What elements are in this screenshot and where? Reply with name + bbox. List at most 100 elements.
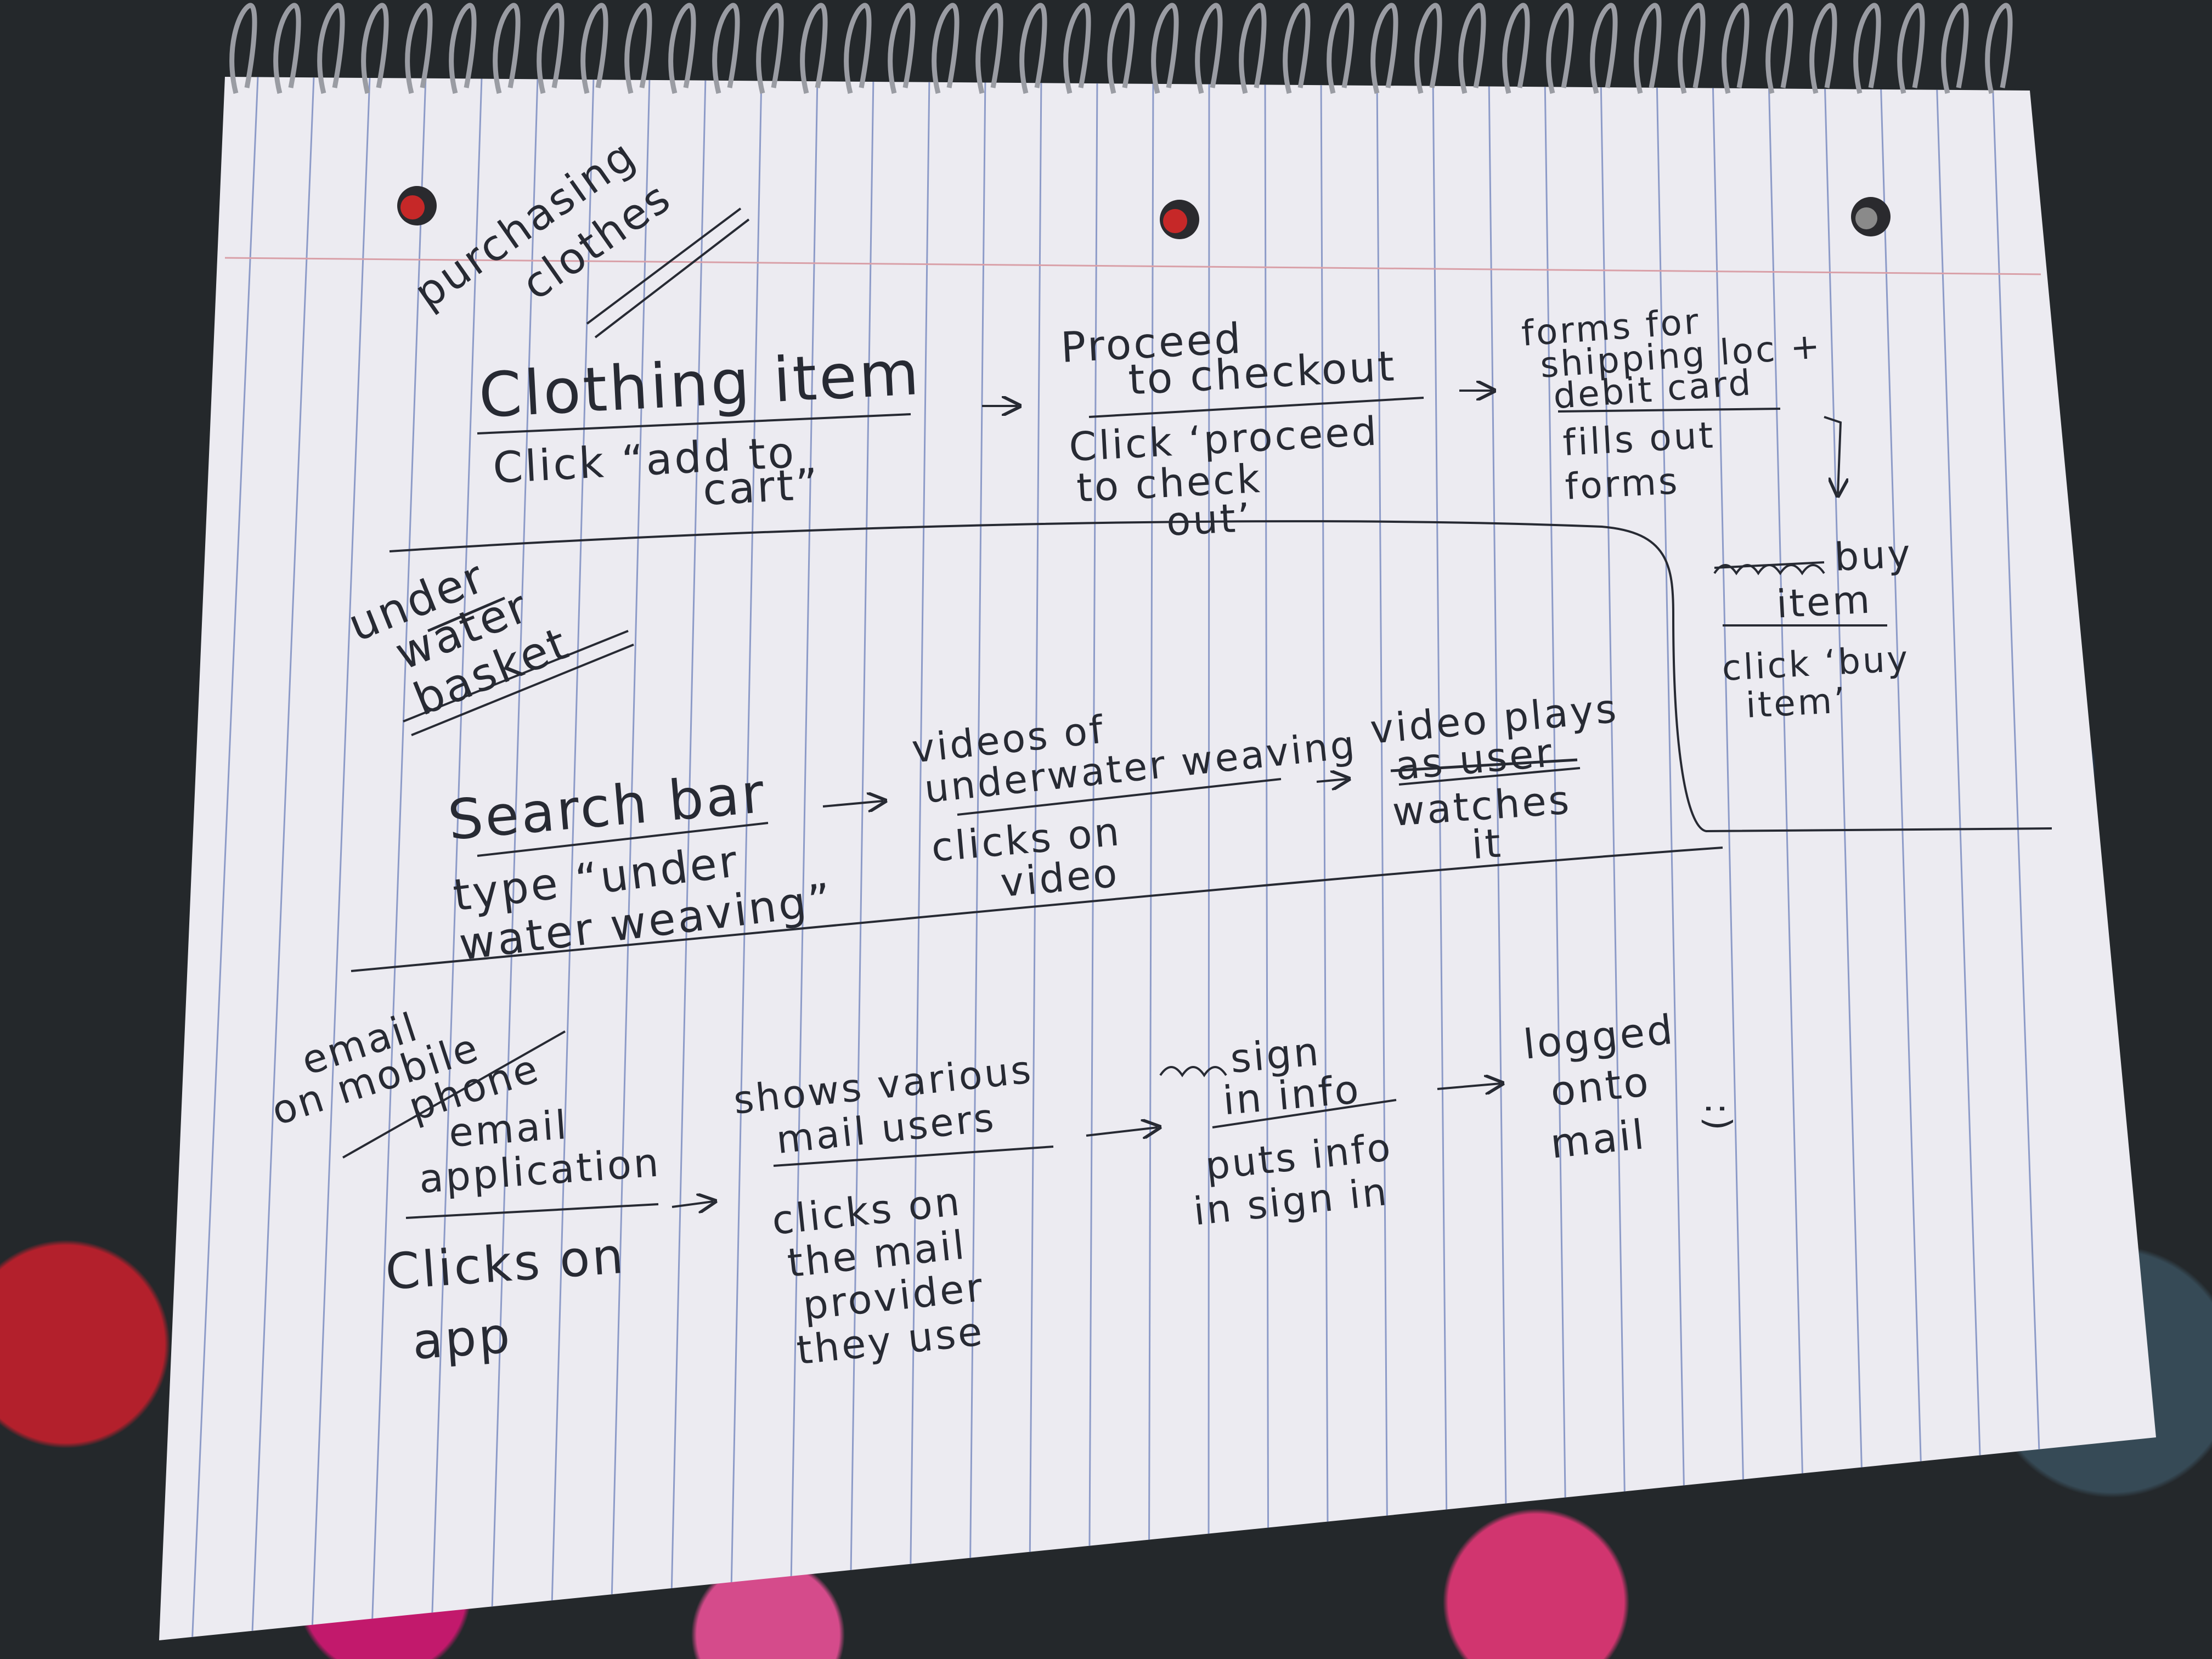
ruled-line bbox=[1376, 77, 1389, 1640]
strike-as-user bbox=[1390, 758, 1578, 772]
notebook-page bbox=[159, 77, 2156, 1640]
punch-holes bbox=[397, 186, 1891, 239]
step-separators bbox=[405, 397, 1887, 1219]
ruled-line bbox=[311, 77, 371, 1640]
spiral-coil bbox=[361, 3, 389, 94]
spiral-coil bbox=[1590, 3, 1618, 94]
spiral-coil bbox=[888, 3, 916, 94]
spiral-coil bbox=[932, 3, 960, 94]
ruled-line bbox=[1600, 77, 1628, 1640]
step-proceed-to-checkout: Proceed to checkout bbox=[1059, 306, 1397, 408]
ruled-line bbox=[370, 77, 427, 1640]
ruled-line bbox=[968, 77, 986, 1640]
ruled-line bbox=[1148, 77, 1154, 1640]
ruled-line bbox=[430, 77, 483, 1640]
spiral-coil bbox=[1765, 3, 1793, 94]
ruled-line bbox=[1320, 77, 1329, 1640]
spiral-coil bbox=[1195, 3, 1223, 94]
spiral-coil bbox=[1853, 3, 1881, 94]
action-proceed-to-checkout: Click ‘proceed to check out’ bbox=[1068, 407, 1398, 550]
arrow-3 bbox=[1824, 416, 1841, 494]
spiral-coil bbox=[537, 3, 565, 94]
ruled-line bbox=[1028, 77, 1042, 1640]
arrow-4 bbox=[822, 801, 883, 806]
ruled-line bbox=[909, 77, 930, 1640]
spiral-coil bbox=[273, 3, 301, 94]
ruled-lines bbox=[191, 77, 2047, 1640]
action-add-to-cart: Click “add to cart” bbox=[492, 427, 821, 526]
scribbled-word bbox=[1713, 561, 1825, 575]
ruled-line bbox=[550, 77, 595, 1640]
spiral-coil bbox=[1458, 3, 1486, 94]
ruled-line bbox=[849, 77, 874, 1640]
arrow-8 bbox=[1437, 1084, 1500, 1089]
scribbled-word-2 bbox=[1159, 1066, 1227, 1077]
spiral-coil bbox=[1897, 3, 1925, 94]
ruled-line bbox=[490, 77, 539, 1640]
spiral-coil bbox=[1502, 3, 1530, 94]
strike-water bbox=[427, 596, 505, 633]
spiral-coil bbox=[1546, 3, 1574, 94]
action-puts-info-in-sign-in: puts info in sign in bbox=[1187, 1123, 1413, 1234]
spiral-coil bbox=[493, 3, 521, 94]
ruled-line bbox=[1656, 77, 1688, 1640]
spiral-coil bbox=[844, 3, 872, 94]
ruled-line bbox=[191, 77, 259, 1640]
spiral-coil bbox=[1063, 3, 1091, 94]
spiral-coil bbox=[405, 3, 433, 94]
spiral-coil bbox=[1151, 3, 1179, 94]
spiral-coil bbox=[1722, 3, 1750, 94]
spiral-coil bbox=[1107, 3, 1135, 94]
spiral-binding bbox=[229, 3, 2013, 94]
ruled-line bbox=[1991, 77, 2047, 1640]
spiral-coil bbox=[756, 3, 784, 94]
ruled-line bbox=[610, 77, 651, 1640]
ruled-line bbox=[1264, 77, 1269, 1640]
spiral-coil bbox=[668, 3, 696, 94]
divider-section-2 bbox=[351, 847, 1723, 972]
spiral-coil bbox=[624, 3, 652, 94]
ruled-line bbox=[1880, 77, 1927, 1640]
spiral-coil bbox=[1941, 3, 1969, 94]
spiral-coil bbox=[1370, 3, 1398, 94]
spiral-coil bbox=[580, 3, 608, 94]
flow-arrows bbox=[672, 391, 1841, 1207]
arrow-7 bbox=[1086, 1127, 1158, 1136]
spiral-coil bbox=[800, 3, 828, 94]
action-click-buy-item: click ‘buy item’ bbox=[1721, 638, 1926, 727]
heading-underlines bbox=[342, 207, 750, 1159]
action-fills-out-forms: fills out forms bbox=[1562, 413, 1732, 508]
spiral-coil bbox=[1019, 3, 1047, 94]
spiral-coil bbox=[229, 3, 257, 94]
ruled-line bbox=[1488, 77, 1509, 1640]
ruled-line bbox=[1432, 77, 1449, 1640]
step-buy-item: buy item bbox=[1773, 530, 1931, 627]
ruled-line bbox=[251, 77, 315, 1640]
spiral-coil bbox=[975, 3, 1003, 94]
spiral-coil bbox=[1327, 3, 1355, 94]
margin-line bbox=[224, 257, 2041, 275]
section-underwater-basket: under water basket Search bar type “unde… bbox=[341, 550, 1620, 970]
ruled-line bbox=[1936, 77, 1987, 1640]
ruled-line bbox=[1088, 77, 1098, 1640]
spiral-coil bbox=[1634, 3, 1662, 94]
spiral-coil bbox=[712, 3, 740, 94]
spiral-coil bbox=[1985, 3, 2013, 94]
spiral-coil bbox=[1414, 3, 1442, 94]
ruled-line bbox=[1712, 77, 1748, 1640]
spiral-coil bbox=[317, 3, 345, 94]
divider-section-1 bbox=[389, 520, 2052, 833]
ruled-line bbox=[789, 77, 819, 1640]
spiral-coil bbox=[1283, 3, 1311, 94]
arrow-5 bbox=[1316, 779, 1347, 782]
action-clicks-on-mail-provider: clicks on the mail provider they use bbox=[770, 1175, 1006, 1375]
spiral-coil bbox=[449, 3, 477, 94]
ruled-line bbox=[729, 77, 763, 1640]
ruled-line bbox=[1768, 77, 1808, 1640]
ruled-line bbox=[669, 77, 707, 1640]
spiral-coil bbox=[1809, 3, 1837, 94]
spiral-coil bbox=[1678, 3, 1706, 94]
ruled-line bbox=[1824, 77, 1867, 1640]
spiral-coil bbox=[1239, 3, 1267, 94]
